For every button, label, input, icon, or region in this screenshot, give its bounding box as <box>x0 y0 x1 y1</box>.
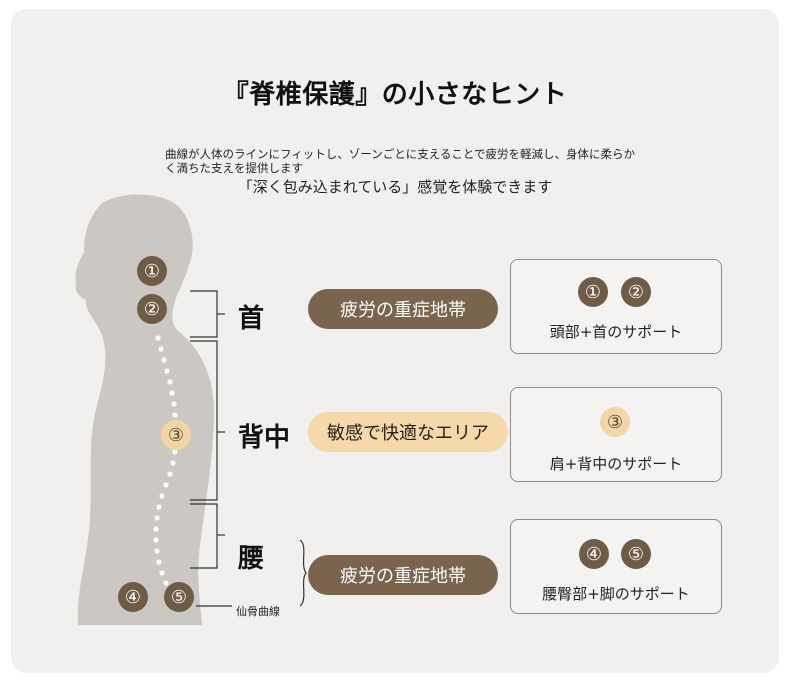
box-marker-2: ② <box>621 277 651 307</box>
zone-label-back: 背中 <box>238 423 291 453</box>
marker-5-leg: ⑤ <box>164 582 194 612</box>
subtitle-text: 「深く包み込まれている」感覚を体験できます <box>237 178 553 196</box>
marker-4-hip: ④ <box>118 582 148 612</box>
support-box-waist: ④ ⑤ 腰臀部+脚のサポート <box>510 519 722 614</box>
support-label-neck: 頭部+首のサポート <box>549 323 683 341</box>
description-text: 曲線が人体のラインにフィットし、ゾーンごとに支えることで疲労を軽減し、身体に柔ら… <box>165 147 635 175</box>
support-label-waist: 腰臀部+脚のサポート <box>542 585 690 603</box>
support-box-back: ③ 肩+背中のサポート <box>510 387 722 482</box>
zone-label-sacrum: 仙骨曲線 <box>236 605 280 618</box>
zone-label-waist: 腰 <box>238 544 265 574</box>
zone-brackets <box>190 290 307 607</box>
box-marker-5: ⑤ <box>621 539 651 569</box>
marker-2-neck: ② <box>137 294 167 324</box>
page-title: 『脊椎保護』の小さなヒント <box>222 80 568 110</box>
box-marker-4: ④ <box>579 539 609 569</box>
marker-3-back: ③ <box>161 420 191 450</box>
box-marker-3: ③ <box>600 407 630 437</box>
support-box-neck: ① ② 頭部+首のサポート <box>510 259 722 354</box>
pill-waist-fatigue: 疲労の重症地帯 <box>308 555 498 595</box>
spine-dots <box>153 335 178 586</box>
support-label-back: 肩+背中のサポート <box>549 455 683 473</box>
zone-label-neck: 首 <box>238 304 265 334</box>
marker-1-head: ① <box>137 256 167 286</box>
pill-neck-fatigue: 疲労の重症地帯 <box>308 289 498 329</box>
box-marker-1: ① <box>578 277 608 307</box>
pill-back-comfort: 敏感で快適なエリア <box>308 412 508 452</box>
body-silhouette <box>75 194 215 626</box>
